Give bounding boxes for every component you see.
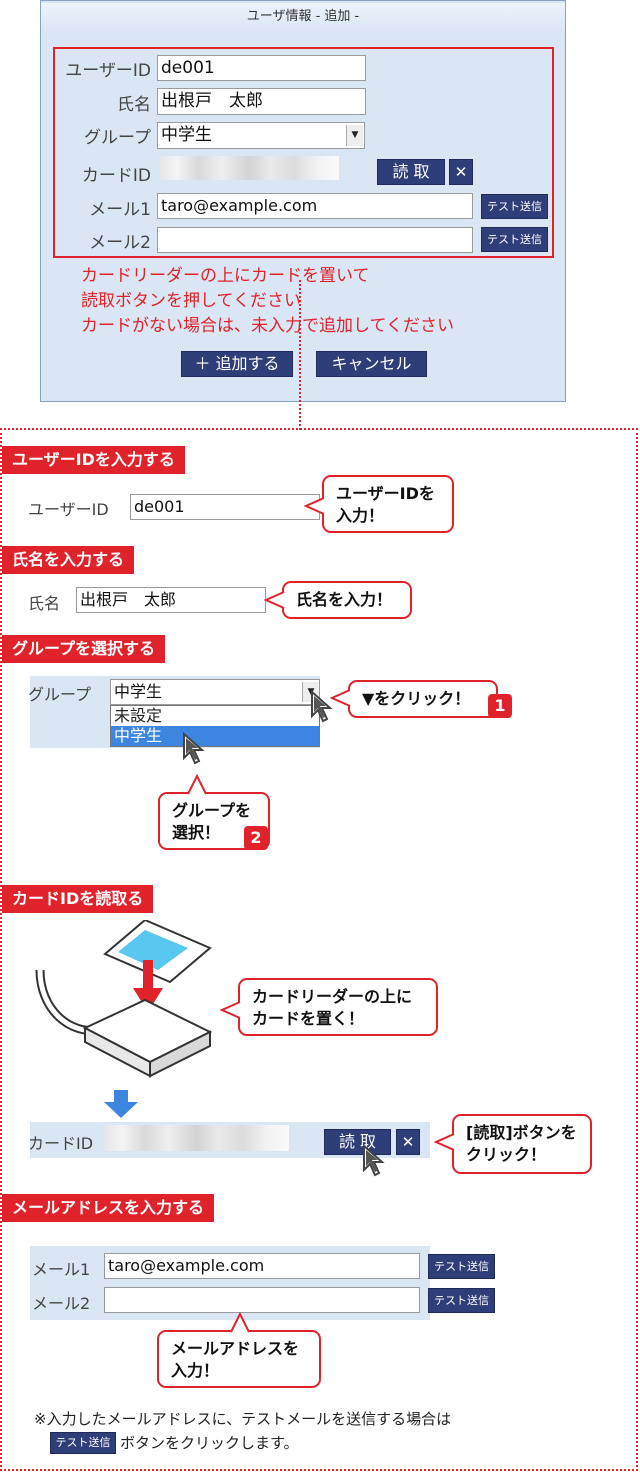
section-header-mail: メールアドレスを入力する <box>2 1194 215 1222</box>
bubble-text: ユーザーIDを <box>336 484 435 503</box>
guide-name-label: 氏名 <box>28 594 61 613</box>
bubble-enter-mail: メールアドレスを 入力！ <box>157 1330 321 1388</box>
bubble-text: 入力！ <box>336 506 385 525</box>
section-header-user-id: ユーザーIDを入力する <box>2 446 185 474</box>
bubble-tail <box>187 774 207 795</box>
guide-read-button: 読 取 <box>324 1129 391 1155</box>
guide-card-label: カードID <box>28 1134 94 1153</box>
dialog-title: ユーザ情報 - 追加 - <box>41 3 565 31</box>
guide-user-id-label: ユーザーID <box>28 500 109 519</box>
group-label: グループ <box>84 128 151 148</box>
mouse-cursor-icon <box>183 732 205 765</box>
bubble-click-arrow: ▼をクリック！ <box>348 680 498 718</box>
dropdown-option: 未設定 <box>114 706 163 725</box>
test-send-button-1[interactable]: テスト送信 <box>481 194 548 219</box>
guide-user-id-input: de001 <box>130 494 320 520</box>
mouse-cursor-icon <box>363 1144 385 1177</box>
card-note-line-3: カードがない場合は、未入力で追加してください <box>81 316 454 336</box>
guide-mail1-label: メール1 <box>32 1260 91 1279</box>
name-input[interactable]: 出根戸 太郎 <box>157 88 366 115</box>
read-button[interactable]: 読 取 <box>377 159 445 185</box>
guide-panel <box>0 428 638 1471</box>
footnote-line-2: ボタンをクリックします。 <box>120 1434 299 1452</box>
cancel-button[interactable]: キャンセル <box>316 351 427 377</box>
section-header-group: グループを選択する <box>2 635 166 663</box>
group-select[interactable]: 中学生 <box>157 122 365 149</box>
footnote-test-send-button: テスト送信 <box>50 1432 116 1454</box>
group-select-value: 中学生 <box>161 125 212 145</box>
mouse-cursor-icon <box>311 690 333 723</box>
connector-line <box>299 280 301 430</box>
section-header-card: カードIDを読取る <box>2 885 154 913</box>
footnote-line-1: ※入力したメールアドレスに、テストメールを送信する場合は <box>34 1410 452 1428</box>
arrow-down-icon <box>104 1090 138 1118</box>
bubble-text: カードを置く！ <box>252 1009 365 1028</box>
guide-card-value-blurred <box>104 1125 289 1151</box>
form-highlight-frame <box>53 47 554 258</box>
bubble-enter-name: 氏名を入力！ <box>282 581 412 619</box>
card-note-line-2: 読取ボタンを押してください <box>81 291 301 311</box>
card-id-label: カードID <box>81 166 151 186</box>
bubble-tail <box>220 1001 241 1019</box>
clear-card-button[interactable]: ✕ <box>449 159 473 185</box>
step-badge-1: 1 <box>488 694 512 718</box>
mail1-label: メール1 <box>89 200 151 220</box>
bubble-tail <box>264 591 285 609</box>
guide-test-send-1: テスト送信 <box>428 1254 495 1279</box>
card-reader-illustration <box>35 920 213 1078</box>
user-id-label: ユーザーID <box>65 61 151 81</box>
bubble-text: メールアドレスを <box>171 1339 300 1358</box>
bubble-text: [読取]ボタンを <box>466 1123 577 1142</box>
guide-group-label: グループ <box>28 685 92 704</box>
section-header-name: 氏名を入力する <box>2 546 135 574</box>
user-id-input[interactable]: de001 <box>157 55 366 81</box>
guide-test-send-2: テスト送信 <box>428 1288 495 1313</box>
bubble-tail <box>304 497 325 515</box>
bubble-text: 入力！ <box>171 1361 220 1380</box>
card-note-line-1: カードリーダーの上にカードを置いて <box>81 266 370 286</box>
guide-clear-button: ✕ <box>396 1129 420 1155</box>
guide-mail2-label: メール2 <box>32 1294 91 1313</box>
bubble-text: グループを <box>172 801 252 820</box>
bubble-text: 選択！ <box>172 823 221 842</box>
chevron-down-icon[interactable]: ▼ <box>346 125 363 146</box>
bubble-text: カードリーダーの上に <box>252 987 413 1006</box>
step-badge-2: 2 <box>244 826 268 850</box>
test-send-button-2[interactable]: テスト送信 <box>481 227 548 252</box>
bubble-tail <box>330 689 351 707</box>
bubble-tail <box>230 1312 250 1333</box>
mail2-label: メール2 <box>89 233 151 253</box>
name-label: 氏名 <box>117 95 151 115</box>
bubble-enter-user-id: ユーザーIDを 入力！ <box>322 475 454 533</box>
add-button[interactable]: ＋ 追加する <box>181 351 293 377</box>
bubble-place-card: カードリーダーの上に カードを置く！ <box>238 978 438 1036</box>
group-dropdown-list: 未設定 中学生 <box>110 705 320 747</box>
mail1-input[interactable]: taro@example.com <box>157 193 473 219</box>
bubble-click-read: [読取]ボタンを クリック！ <box>452 1114 592 1174</box>
card-id-value-blurred <box>159 156 339 180</box>
user-info-dialog: ユーザ情報 - 追加 - ユーザーID de001 氏名 出根戸 太郎 グループ… <box>40 0 566 402</box>
guide-mail1-input: taro@example.com <box>104 1253 420 1279</box>
bubble-text: クリック！ <box>466 1145 547 1164</box>
dropdown-option-selected: 中学生 <box>111 726 319 746</box>
bubble-tail <box>434 1133 455 1151</box>
guide-group-select: 中学生 <box>110 679 320 705</box>
mail2-input[interactable] <box>157 227 473 253</box>
guide-mail2-input <box>104 1287 420 1313</box>
guide-name-input: 出根戸 太郎 <box>76 587 266 613</box>
